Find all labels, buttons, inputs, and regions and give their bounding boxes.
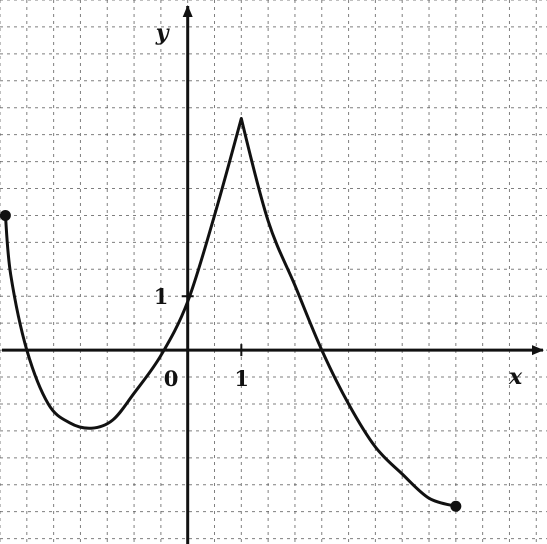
y-axis-label: y: [155, 20, 171, 46]
origin-label: 0: [164, 366, 179, 391]
y-tick-label-1: 1: [154, 284, 169, 309]
right-endpoint: [450, 500, 462, 512]
x-tick-label-1: 1: [234, 366, 249, 391]
function-curve: [3, 117, 458, 508]
x-axis-label: x: [508, 364, 523, 390]
left-endpoint: [0, 209, 11, 221]
